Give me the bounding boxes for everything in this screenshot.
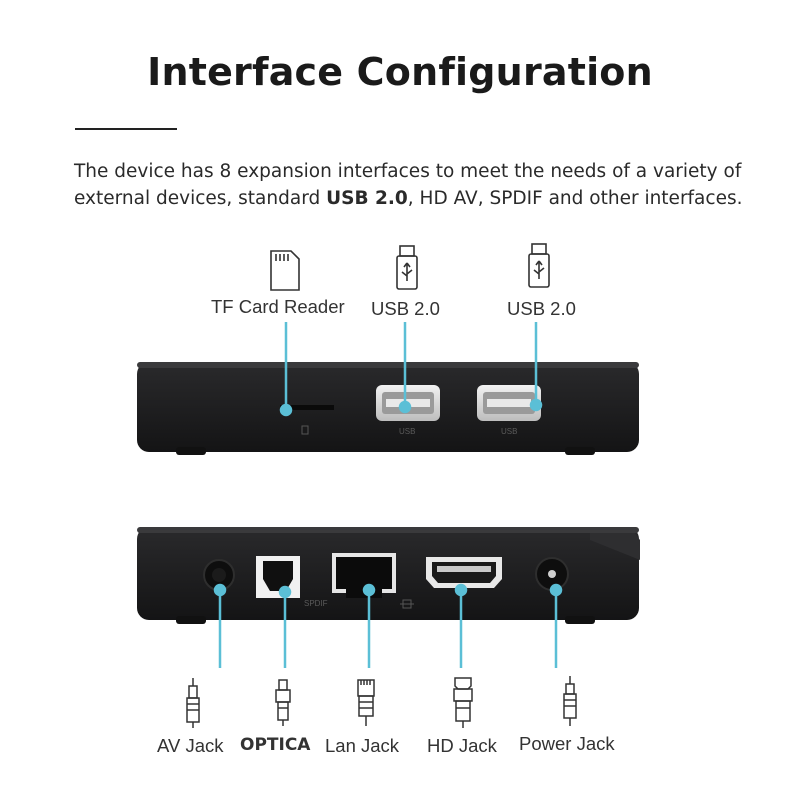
usb-port [477, 385, 541, 421]
usb-stick-icon [396, 245, 418, 290]
optical-plug-icon [275, 679, 291, 726]
optical-port [256, 556, 300, 598]
page-title: Interface Configuration [147, 50, 653, 94]
tf-card-slot [280, 405, 334, 410]
hdmi-port [426, 557, 502, 588]
label-hd-jack: HD Jack [427, 735, 497, 756]
device-front-panel: USB USB [137, 362, 639, 455]
label-lan-jack: Lan Jack [325, 735, 400, 756]
spdif-mark: SPDIF [304, 599, 328, 608]
description-usb: USB 2.0 [326, 188, 408, 209]
ethernet-plug-icon [357, 679, 375, 726]
label-usb-2: USB 2.0 [507, 298, 576, 319]
usb-mark: USB [399, 427, 415, 436]
label-av-jack: AV Jack [157, 735, 224, 756]
label-optica: OPTICA [240, 735, 311, 755]
description-text-1: The device has 8 expansion interfaces to… [74, 161, 742, 209]
bottom-callouts [213, 583, 563, 668]
hdmi-plug-icon [453, 677, 473, 728]
title-underline [75, 128, 177, 130]
label-power-jack: Power Jack [519, 733, 615, 754]
device-back-panel: SPDIF [137, 527, 640, 624]
rca-plug-icon [186, 678, 200, 728]
description-text-2: , HD AV, SPDIF and other interfaces. [407, 188, 743, 209]
sd-card-icon [270, 250, 300, 291]
dc-plug-icon [563, 676, 577, 726]
top-callouts [279, 322, 543, 417]
usb-mark: USB [501, 427, 517, 436]
usb-stick-icon [528, 243, 550, 288]
label-tf-card-reader: TF Card Reader [211, 296, 345, 317]
description: The device has 8 expansion interfaces to… [74, 158, 754, 212]
label-usb-1: USB 2.0 [371, 298, 440, 319]
